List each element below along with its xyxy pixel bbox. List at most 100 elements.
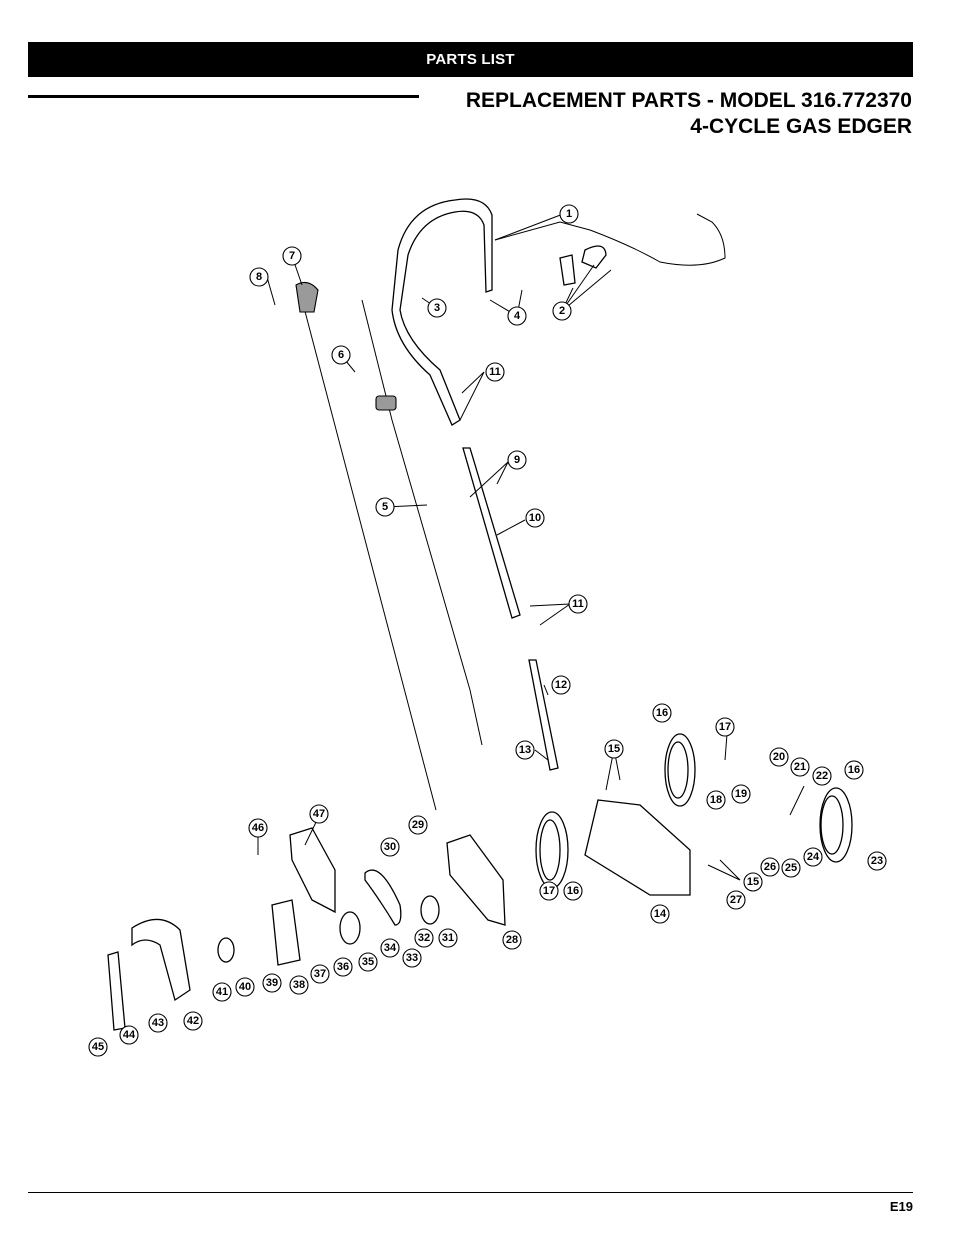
svg-text:15: 15 bbox=[608, 743, 620, 755]
callout-22: 22 bbox=[812, 766, 832, 786]
leader-lines bbox=[257, 213, 805, 881]
title-divider bbox=[28, 95, 419, 98]
svg-text:1: 1 bbox=[566, 208, 572, 220]
svg-text:26: 26 bbox=[764, 861, 776, 873]
callout-23: 23 bbox=[867, 851, 887, 871]
callout-42: 42 bbox=[183, 1011, 203, 1031]
svg-text:11: 11 bbox=[572, 598, 584, 610]
svg-text:8: 8 bbox=[256, 271, 262, 283]
svg-text:29: 29 bbox=[412, 819, 424, 831]
page-number: E19 bbox=[889, 1199, 913, 1214]
svg-text:5: 5 bbox=[382, 501, 388, 513]
svg-text:42: 42 bbox=[187, 1015, 199, 1027]
svg-text:22: 22 bbox=[816, 770, 828, 782]
callout-16a: 16 bbox=[652, 703, 672, 723]
wheels bbox=[535, 733, 853, 889]
svg-text:10: 10 bbox=[529, 512, 541, 524]
svg-text:20: 20 bbox=[773, 751, 785, 763]
callout-2: 2 bbox=[552, 301, 572, 321]
callout-11b: 11 bbox=[568, 594, 588, 614]
upper-handle bbox=[391, 198, 493, 426]
callout-7: 7 bbox=[282, 246, 302, 266]
callout-41: 41 bbox=[212, 982, 232, 1002]
svg-text:43: 43 bbox=[152, 1017, 164, 1029]
callout-18: 18 bbox=[706, 790, 726, 810]
svg-text:23: 23 bbox=[871, 855, 883, 867]
callout-15b: 15 bbox=[743, 872, 763, 892]
callout-16b: 16 bbox=[844, 760, 864, 780]
page-title-line2: 4-CYCLE GAS EDGER bbox=[690, 115, 912, 138]
svg-text:18: 18 bbox=[710, 794, 722, 806]
svg-text:16: 16 bbox=[567, 885, 579, 897]
callout-45: 45 bbox=[88, 1037, 108, 1057]
callout-26: 26 bbox=[760, 857, 780, 877]
svg-text:38: 38 bbox=[293, 979, 305, 991]
callout-46: 46 bbox=[248, 818, 268, 838]
callout-10: 10 bbox=[525, 508, 545, 528]
callout-17b: 17 bbox=[539, 881, 559, 901]
page-title: REPLACEMENT PARTS - MODEL 316.772370 4-C… bbox=[466, 88, 912, 140]
svg-text:19: 19 bbox=[735, 788, 747, 800]
svg-text:17: 17 bbox=[719, 721, 731, 733]
callout-31: 31 bbox=[438, 928, 458, 948]
callout-25: 25 bbox=[781, 858, 801, 878]
callout-30: 30 bbox=[380, 837, 400, 857]
svg-text:16: 16 bbox=[656, 707, 668, 719]
callout-13: 13 bbox=[515, 740, 535, 760]
svg-text:46: 46 bbox=[252, 822, 264, 834]
svg-text:39: 39 bbox=[266, 977, 278, 989]
svg-text:41: 41 bbox=[216, 986, 228, 998]
section-title: PARTS LIST bbox=[426, 51, 515, 68]
svg-text:27: 27 bbox=[730, 894, 742, 906]
page-title-line1: REPLACEMENT PARTS - MODEL 316.772370 bbox=[465, 89, 912, 112]
svg-text:31: 31 bbox=[442, 932, 454, 944]
section-header-bar: PARTS LIST bbox=[28, 42, 913, 77]
callout-3: 3 bbox=[427, 298, 447, 318]
callout-24: 24 bbox=[803, 847, 823, 867]
callout-12: 12 bbox=[551, 675, 571, 695]
svg-text:3: 3 bbox=[434, 302, 440, 314]
callout-14: 14 bbox=[650, 904, 670, 924]
svg-text:47: 47 bbox=[313, 808, 325, 820]
throttle-cable-1 bbox=[494, 213, 726, 286]
svg-text:30: 30 bbox=[384, 841, 396, 853]
callout-16c: 16 bbox=[563, 881, 583, 901]
callout-4: 4 bbox=[507, 306, 527, 326]
svg-text:32: 32 bbox=[418, 932, 430, 944]
callout-37: 37 bbox=[310, 964, 330, 984]
callout-44: 44 bbox=[119, 1025, 139, 1045]
callout-38: 38 bbox=[289, 975, 309, 995]
callout-40: 40 bbox=[235, 977, 255, 997]
callout-1: 1 bbox=[559, 204, 579, 224]
callout-11a: 11 bbox=[485, 362, 505, 382]
callout-19: 19 bbox=[731, 784, 751, 804]
callout-8: 8 bbox=[249, 267, 269, 287]
svg-text:33: 33 bbox=[406, 952, 418, 964]
callout-47: 47 bbox=[309, 804, 329, 824]
svg-text:14: 14 bbox=[654, 908, 667, 920]
svg-text:25: 25 bbox=[785, 862, 797, 874]
svg-text:11: 11 bbox=[489, 366, 501, 378]
svg-text:45: 45 bbox=[92, 1041, 104, 1053]
callout-33: 33 bbox=[402, 948, 422, 968]
callout-21: 21 bbox=[790, 757, 810, 777]
control-cables bbox=[295, 281, 483, 811]
callout-29: 29 bbox=[408, 815, 428, 835]
blade-and-pulleys bbox=[107, 869, 440, 1031]
svg-text:7: 7 bbox=[289, 250, 295, 262]
callout-36: 36 bbox=[333, 957, 353, 977]
svg-text:34: 34 bbox=[384, 942, 397, 954]
belt-cover-and-guard bbox=[131, 827, 506, 1002]
svg-text:37: 37 bbox=[314, 968, 326, 980]
edger-frame bbox=[584, 799, 691, 896]
svg-text:15: 15 bbox=[747, 876, 759, 888]
svg-text:44: 44 bbox=[123, 1029, 136, 1041]
svg-text:24: 24 bbox=[807, 851, 820, 863]
callout-6: 6 bbox=[331, 345, 351, 365]
svg-text:6: 6 bbox=[338, 349, 344, 361]
callout-32: 32 bbox=[414, 928, 434, 948]
callout-28: 28 bbox=[502, 930, 522, 950]
callout-5: 5 bbox=[375, 497, 395, 517]
svg-text:40: 40 bbox=[239, 981, 251, 993]
